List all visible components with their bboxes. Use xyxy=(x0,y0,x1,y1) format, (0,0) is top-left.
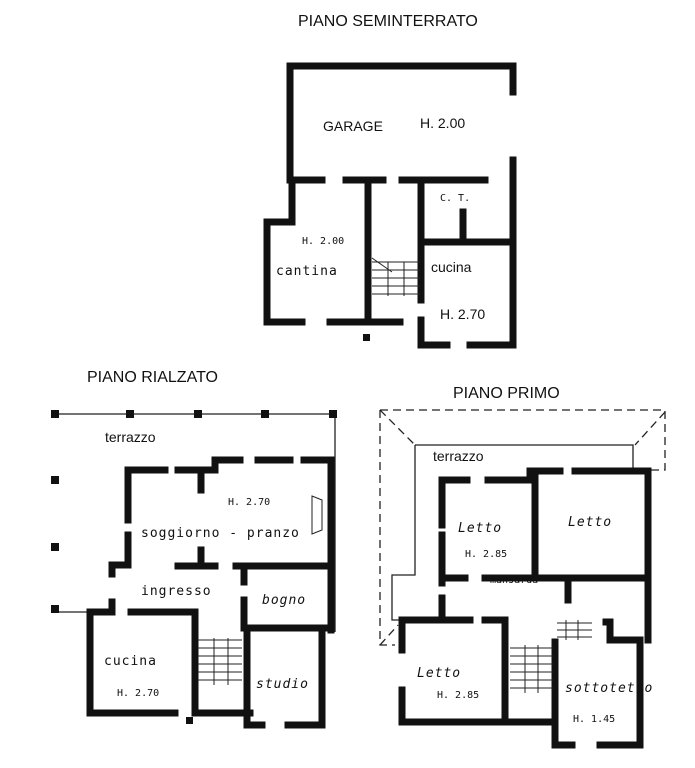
soggiorno-label: soggiorno - pranzo xyxy=(141,526,300,541)
ground-floor-title: PIANO RIALZATO xyxy=(87,369,218,386)
sottotetto-height: H. 1.45 xyxy=(573,714,615,725)
letto2-label: Letto xyxy=(568,515,612,530)
ground-terrazzo-label: terrazzo xyxy=(105,429,156,445)
first-terrazzo-label: terrazzo xyxy=(433,448,484,464)
letto3-height: H. 2.85 xyxy=(437,690,479,701)
basement-cucina-height: H. 2.70 xyxy=(440,306,485,322)
ingresso-label: ingresso xyxy=(141,584,212,599)
soggiorno-height: H. 2.70 xyxy=(228,497,270,508)
sottotetto-label: sottotetto xyxy=(565,681,653,696)
basement-plan: PIANO SEMINTERRATO GARAGE H. 2.00 C. T. … xyxy=(263,13,517,349)
ground-cucina-label: cucina xyxy=(104,654,157,669)
cantina-label: cantina xyxy=(276,264,338,279)
basement-stairs xyxy=(371,257,420,296)
letto3-label: Letto xyxy=(417,666,461,681)
ground-floor-walls xyxy=(51,410,337,729)
first-floor-stairs xyxy=(510,620,592,693)
first-floor-title: PIANO PRIMO xyxy=(453,385,560,402)
ground-cucina-height: H. 2.70 xyxy=(117,688,159,699)
basement-cucina-label: cucina xyxy=(431,259,472,275)
garage-height: H. 2.00 xyxy=(420,115,465,131)
basement-walls xyxy=(263,62,517,349)
first-floor-plan: PIANO PRIMO terrazzo Letto H. 2.85 Letto… xyxy=(379,385,666,749)
ct-label: C. T. xyxy=(440,193,470,204)
first-floor-walls xyxy=(379,409,666,749)
mansarda-label: mansarda xyxy=(490,575,538,586)
letto1-height: H. 2.85 xyxy=(465,549,507,560)
letto1-label: Letto xyxy=(458,521,502,536)
garage-label: GARAGE xyxy=(323,118,383,134)
ground-floor-stairs xyxy=(198,495,323,685)
basement-title: PIANO SEMINTERRATO xyxy=(298,13,478,30)
cantina-height: H. 2.00 xyxy=(302,236,344,247)
ground-floor-plan: PIANO RIALZATO terrazzo xyxy=(51,369,337,729)
bagno-label: bogno xyxy=(262,593,306,608)
studio-label: studio xyxy=(256,677,309,692)
